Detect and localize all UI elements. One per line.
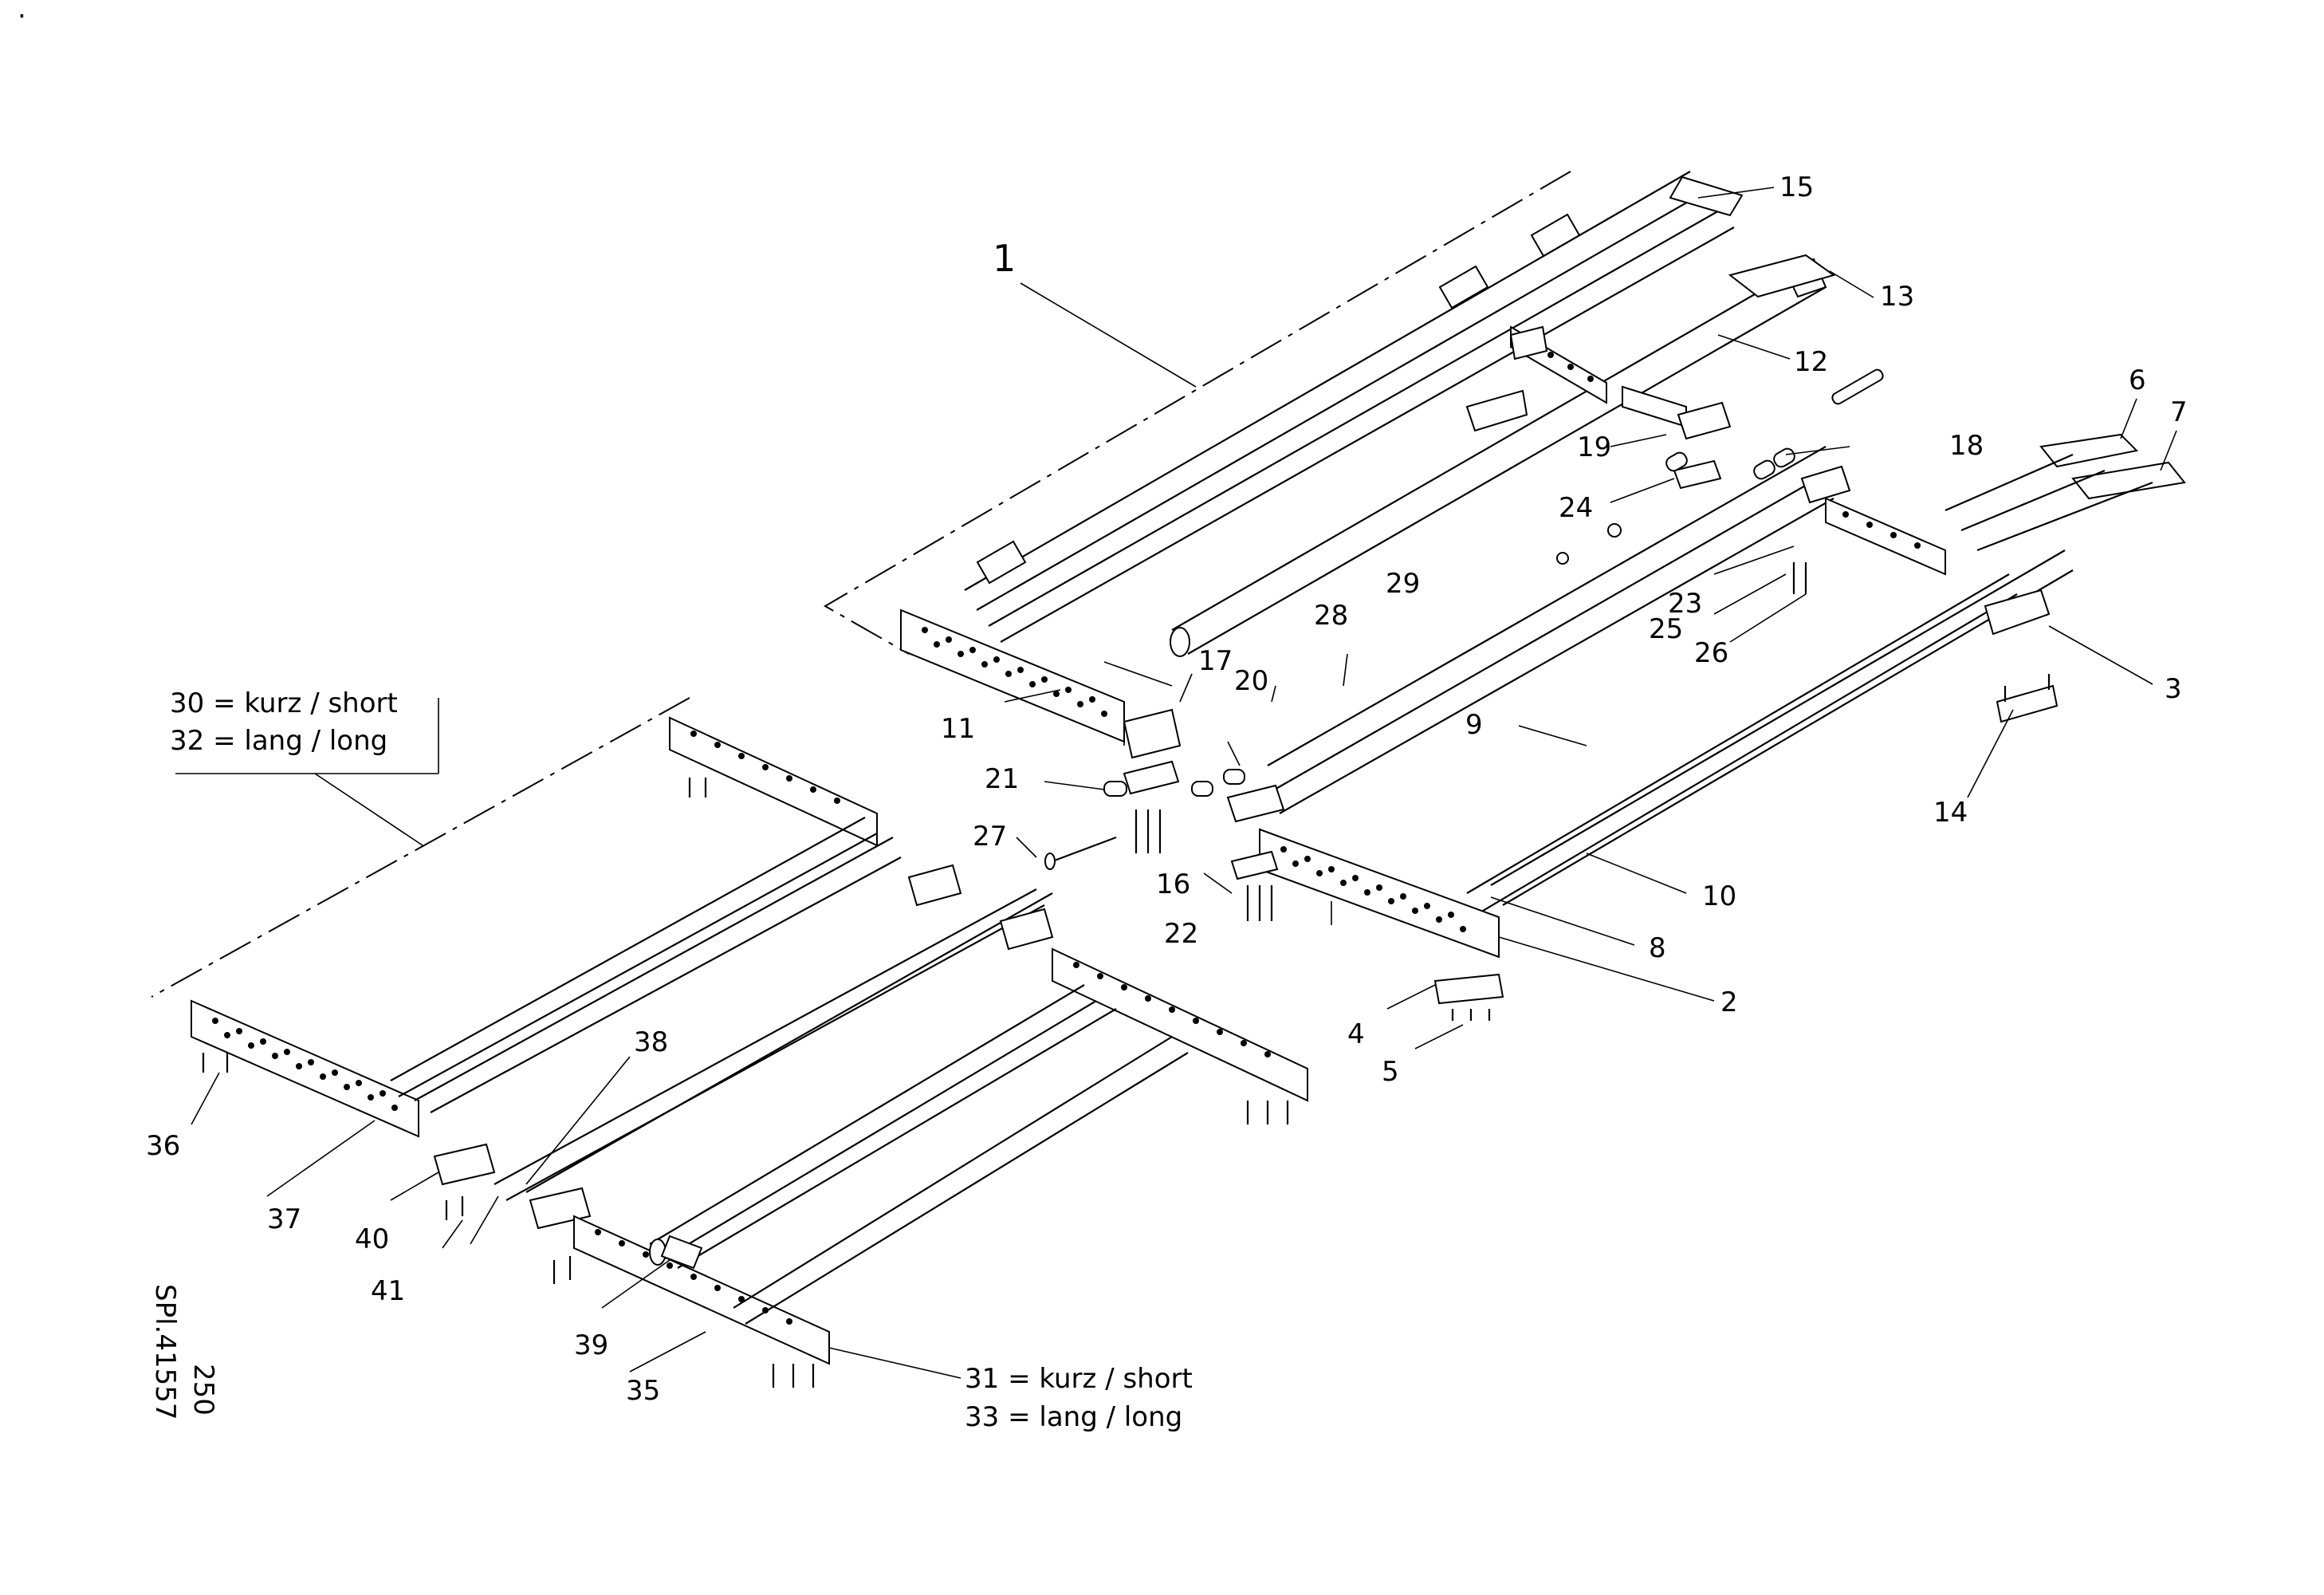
- callout-40: 41: [371, 1275, 405, 1307]
- legend-30: 30 = kurz / short: [170, 687, 398, 719]
- legend-32: 32 = lang / long: [170, 725, 387, 757]
- callout-5: 5: [1382, 1056, 1399, 1088]
- callout-37: 38: [634, 1026, 668, 1058]
- callout-14: 14: [1933, 797, 1968, 829]
- callout-19: 19: [1577, 431, 1611, 463]
- callout-36: 37: [267, 1203, 301, 1235]
- callout-29: 29: [1386, 568, 1420, 600]
- callout-12: 12: [1794, 346, 1828, 378]
- callout-11: 11: [941, 713, 975, 745]
- callout-23: 23: [1668, 588, 1702, 620]
- callout-13: 13: [1880, 281, 1914, 313]
- callout-1: 1: [993, 237, 1016, 280]
- callout-2: 2: [1720, 987, 1738, 1018]
- callout-8: 8: [1649, 932, 1666, 964]
- legend-31: 31 = kurz / short: [965, 1363, 1193, 1395]
- callout-17: 17: [1198, 645, 1233, 677]
- callout-28: 28: [1314, 600, 1348, 632]
- callout-4: 4: [1347, 1018, 1365, 1050]
- legend-33: 33 = lang / long: [965, 1401, 1182, 1433]
- callout-7: 7: [2170, 396, 2188, 428]
- callout-10: 10: [1702, 880, 1736, 912]
- callout-38: 39: [574, 1329, 608, 1361]
- upper-assembly: [823, 171, 1836, 746]
- page-number: 250: [187, 1364, 219, 1416]
- callout-21: 21: [985, 763, 1019, 795]
- callout-34: 36: [146, 1130, 180, 1162]
- callout-9: 9: [1465, 709, 1483, 741]
- legend-lower-right: 31 = kurz / short 33 = lang / long: [965, 1363, 1193, 1433]
- callouts: 1 15 13 12 6 7 19 18 24 29 23 25 26 28 3…: [146, 171, 2188, 1407]
- callout-3: 3: [2165, 673, 2182, 705]
- callout-35: 35: [626, 1375, 660, 1407]
- corner-mark: .: [18, 0, 26, 25]
- callout-27: 27: [973, 821, 1007, 853]
- left-assembly: [151, 697, 1308, 1388]
- right-assembly: [1044, 368, 2186, 1021]
- drawing-reference: SPl.41557: [149, 1284, 181, 1420]
- callout-26: 26: [1694, 637, 1728, 669]
- callout-15: 15: [1779, 171, 1814, 203]
- callout-24: 24: [1559, 492, 1593, 524]
- callout-20: 20: [1234, 665, 1268, 697]
- callout-22: 22: [1164, 918, 1198, 950]
- callout-16: 16: [1156, 868, 1190, 900]
- callout-25: 25: [1649, 613, 1683, 645]
- callout-39: 40: [355, 1223, 389, 1255]
- legend-upper-left: 30 = kurz / short 32 = lang / long: [170, 687, 398, 757]
- callout-6: 6: [2129, 364, 2146, 396]
- callout-18: 18: [1949, 430, 1984, 462]
- leader-lines: [191, 187, 2177, 1379]
